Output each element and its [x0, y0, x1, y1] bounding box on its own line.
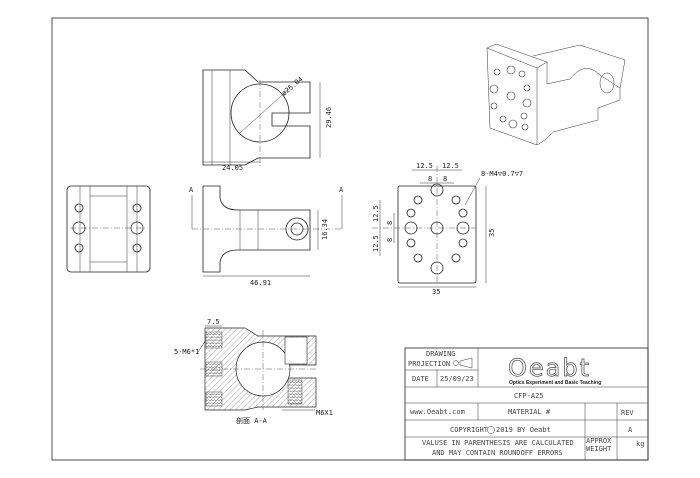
title-block: DRAWING PROJECTION DATE 25/09/23 Oeabt O…: [404, 347, 649, 461]
front-view: A A 46.91 16.34: [189, 185, 344, 287]
company-logo: Oeabt: [508, 354, 591, 382]
copyright-icon: [487, 426, 495, 434]
pattern-height-dimension: 35: [488, 229, 496, 237]
left-view: [66, 185, 151, 273]
front-height-dimension: 16.34: [321, 219, 329, 240]
dim-side-inner-bottom: 8: [386, 238, 394, 242]
drawing-label: DRAWING: [426, 350, 456, 358]
date-value: 25/09/23: [440, 375, 474, 383]
length-dimension: 46.91: [250, 279, 271, 287]
section-marker-left: A: [189, 186, 194, 194]
dim-side-outer-bottom: 12.5: [372, 235, 380, 252]
drawing-border: [51, 17, 649, 461]
diameter-dimension: ø25.04: [280, 75, 305, 97]
part-number: CFP-A25: [514, 392, 544, 400]
date-label: DATE: [412, 375, 429, 383]
dim-top-inner-left: 8: [428, 175, 432, 183]
hole-pattern-view: 12.5 12.5 8 8 8-M4▽0.7▽7 12.5 12.5 8 8 3…: [372, 162, 523, 296]
thread-callout: 5-M6*1: [174, 348, 199, 356]
rev-value: A: [628, 426, 633, 434]
isometric-view: [486, 43, 626, 146]
weight-label-2: WEIGHT: [586, 445, 612, 453]
dim-side-outer-top: 12.5: [372, 205, 380, 222]
dim-top-outer-left: 12.5: [416, 162, 433, 170]
thread-right-callout: M6X1: [316, 409, 333, 417]
company-tagline: Optics Experiment and Basic Teaching: [509, 380, 601, 386]
callout-threads: 8-M4▽0.7▽7: [481, 170, 523, 178]
pattern-width-dimension: 35: [432, 288, 440, 296]
section-view-a-a: 7.5 5-M6*1 M6X1 剖面 A-A: [174, 318, 333, 425]
projection-label: PROJECTION: [408, 360, 450, 368]
top-view: ø25.04 24.05 29.46: [202, 69, 333, 172]
section-title: 剖面 A-A: [236, 416, 268, 425]
copyright-prefix: COPYRIGHT: [450, 426, 489, 434]
dim-top-inner-right: 8: [443, 175, 447, 183]
height-dimension: 29.46: [325, 107, 333, 128]
material-label: MATERIAL #: [508, 408, 551, 416]
dim-top-outer-right: 12.5: [442, 162, 459, 170]
weight-unit: kg: [636, 440, 644, 448]
projection-symbol-icon: [453, 357, 473, 369]
note-line-1: VALUSE IN PARENTHESIS ARE CALCULATED: [422, 439, 574, 447]
section-dimension: 7.5: [207, 318, 220, 326]
website: www.Oeabt.com: [410, 408, 465, 416]
section-marker-right: A: [339, 186, 344, 194]
note-line-2: AND MAY CONTAIN ROUNDOFF ERRORS: [432, 449, 563, 457]
dim-side-inner-top: 8: [386, 221, 394, 225]
width-dimension: 24.05: [222, 164, 243, 172]
weight-label-1: APPROX: [586, 437, 612, 445]
rev-label: REV: [621, 409, 634, 417]
copyright-suffix: 2019 BY Oeabt: [496, 426, 551, 434]
